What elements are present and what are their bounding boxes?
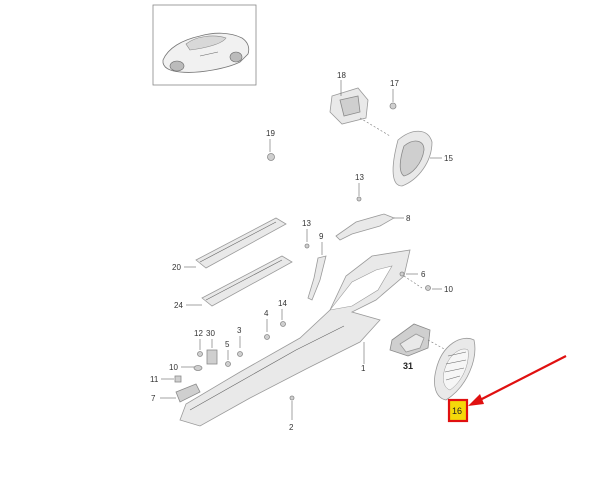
label-10-right: 10 bbox=[444, 285, 453, 294]
label-7: 7 bbox=[151, 394, 156, 403]
part-5-clip[interactable] bbox=[225, 350, 231, 367]
label-2: 2 bbox=[289, 423, 294, 432]
part-15-air-intake[interactable] bbox=[392, 130, 442, 187]
part-10-left-clip[interactable] bbox=[181, 365, 203, 371]
part-8-trim-strip[interactable] bbox=[335, 213, 404, 241]
label-10-left: 10 bbox=[169, 363, 178, 372]
part-13-upper-clip[interactable] bbox=[356, 183, 362, 202]
part-18-bracket[interactable] bbox=[329, 80, 391, 137]
part-16-intake-grille[interactable] bbox=[434, 338, 476, 401]
label-17: 17 bbox=[390, 79, 399, 88]
part-31-duct[interactable] bbox=[389, 323, 447, 357]
part-6-clip[interactable] bbox=[399, 271, 418, 277]
label-5: 5 bbox=[225, 340, 230, 349]
label-4: 4 bbox=[264, 309, 269, 318]
label-14: 14 bbox=[278, 299, 287, 308]
red-arrow-icon bbox=[468, 355, 567, 406]
car-thumbnail[interactable] bbox=[152, 4, 257, 86]
label-11: 11 bbox=[150, 375, 159, 384]
part-14-clip[interactable] bbox=[280, 309, 286, 327]
part-17-clip[interactable] bbox=[389, 89, 397, 110]
label-30: 30 bbox=[206, 329, 215, 338]
label-20: 20 bbox=[172, 263, 181, 272]
part-11-clip[interactable] bbox=[161, 375, 182, 383]
part-2-screw[interactable] bbox=[289, 395, 295, 420]
part-20-sill-plate[interactable] bbox=[184, 217, 287, 269]
sports-car-icon bbox=[162, 32, 250, 73]
label-3: 3 bbox=[237, 326, 242, 335]
label-13-lower: 13 bbox=[302, 219, 311, 228]
part-7-bracket[interactable] bbox=[160, 383, 201, 403]
part-1-side-sill[interactable] bbox=[179, 249, 423, 427]
part-3-clip[interactable] bbox=[237, 336, 243, 357]
label-15: 15 bbox=[444, 154, 453, 163]
label-1: 1 bbox=[361, 364, 366, 373]
label-8: 8 bbox=[406, 214, 411, 223]
part-30-bracket[interactable] bbox=[206, 339, 218, 365]
label-18: 18 bbox=[337, 71, 346, 80]
highlight-box bbox=[447, 398, 469, 423]
label-19: 19 bbox=[266, 129, 275, 138]
part-10-right-clip[interactable] bbox=[425, 285, 443, 291]
label-31: 31 bbox=[403, 361, 413, 371]
label-12: 12 bbox=[194, 329, 203, 338]
part-13-lower-clip[interactable] bbox=[304, 229, 310, 249]
label-24: 24 bbox=[174, 301, 183, 310]
label-6: 6 bbox=[421, 270, 426, 279]
part-19-screw[interactable] bbox=[267, 139, 275, 161]
part-9-seal[interactable] bbox=[307, 242, 327, 301]
part-4-clip[interactable] bbox=[264, 319, 270, 340]
part-12-clip[interactable] bbox=[197, 339, 203, 357]
highlight-part-16[interactable]: 16 bbox=[447, 398, 469, 423]
label-16: 16 bbox=[452, 406, 462, 416]
part-24-sill-plate[interactable] bbox=[186, 255, 293, 307]
label-13-upper: 13 bbox=[355, 173, 364, 182]
label-9: 9 bbox=[319, 232, 324, 241]
